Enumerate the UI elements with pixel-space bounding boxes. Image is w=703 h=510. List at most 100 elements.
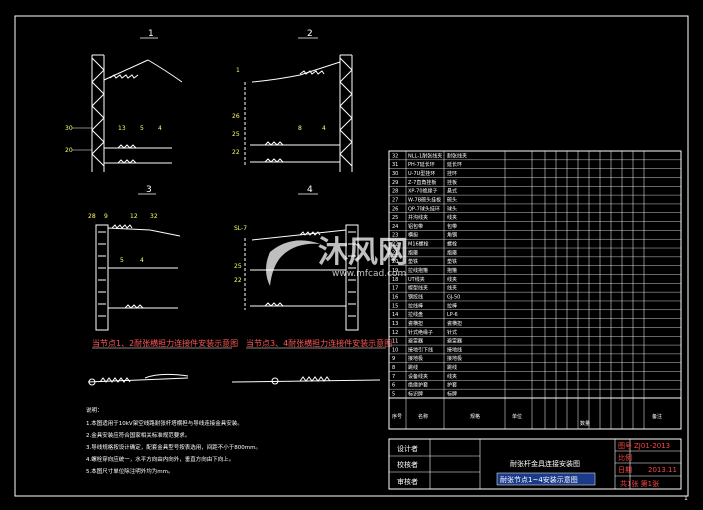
bom-cell-no: 11: [392, 339, 398, 345]
view-2-label: 2: [307, 29, 313, 39]
bom-cell-no: 32: [392, 153, 398, 159]
bom-header-qty: 数量: [580, 420, 590, 427]
bom-cell-no: 19: [392, 268, 398, 274]
svg-text:5: 5: [120, 257, 124, 264]
note-line: 1.本图适用于10kV架空线路耐张杆塔横担与导线连接金具安装。: [86, 419, 243, 427]
bom-cell-no: 7: [392, 374, 395, 380]
bom-cell-name: PH-7延长环: [408, 161, 435, 168]
bom-cell-name: 垫铁: [408, 258, 418, 265]
svg-text:25: 25: [234, 263, 242, 270]
bom-header-no: 序号: [392, 413, 402, 420]
bom-cell-no: 16: [392, 294, 398, 300]
note-line: 2.金具安装应符合国家相关标准规范要求。: [86, 431, 190, 439]
bom-cell-no: 20: [392, 259, 398, 265]
view-1-label: 1: [148, 29, 154, 39]
bom-cell-no: 5: [392, 392, 395, 398]
bom-cell-spec: 针式: [447, 329, 457, 336]
bom-cell-spec: 挂环: [447, 170, 457, 177]
bom-cell-spec: 耐张线夹: [447, 152, 467, 159]
svg-text:22: 22: [232, 149, 240, 156]
drawing-no-label: 图号: [618, 442, 632, 450]
bom-cell-name: 设备线夹: [408, 373, 428, 380]
svg-text:28: 28: [88, 213, 96, 220]
bom-cell-spec: 碗头: [447, 196, 457, 203]
bom-cell-no: 8: [392, 365, 395, 371]
view-1-group: 1 30 20 13 5 4: [65, 29, 183, 172]
notes-block: 说明： 1.本图适用于10kV架空线路耐张杆塔横担与导线连接金具安装。 2.金具…: [86, 406, 261, 475]
bom-header-spec: 规格: [470, 413, 480, 420]
bom-cell-no: 10: [392, 347, 398, 353]
bom-cell-name: U-7U型挂环: [408, 170, 435, 177]
bom-cell-spec: 垫铁: [447, 258, 457, 265]
svg-text:5: 5: [140, 125, 144, 132]
bom-cell-spec: 接地极: [447, 355, 462, 362]
bom-cell-no: 24: [392, 224, 398, 230]
bom-cell-spec: 线夹: [447, 285, 457, 292]
bom-cell-no: 14: [392, 312, 398, 318]
bom-cell-name: Z-7直角挂板: [408, 179, 436, 186]
bom-cell-no: 28: [392, 189, 398, 195]
note-line: 5.本图尺寸单位除注明外均为mm。: [86, 467, 173, 475]
title-block: 设计者 校核者 审核者 耐张杆金具连接安装图 耐张节点1~4安装示意图 图号 比…: [388, 438, 682, 490]
bom-cell-spec: LP-6: [447, 312, 458, 318]
bom-cell-name: W-7B碗头挂板: [408, 196, 441, 203]
bom-cell-no: 26: [392, 206, 398, 212]
bom-cell-no: 15: [392, 303, 398, 309]
sheet-border: [14, 15, 689, 497]
bom-cell-name: QP-7球头挂环: [408, 205, 440, 212]
svg-text:25: 25: [232, 131, 240, 138]
bom-cell-name: 跳线: [408, 364, 418, 371]
reviewer-label: 审核者: [397, 477, 418, 486]
svg-text:4: 4: [322, 125, 326, 132]
bom-header-unit: 单位: [512, 413, 522, 420]
bom-cell-name: 铝包带: [408, 223, 423, 230]
page-mark: 1: [684, 495, 688, 502]
bom-cell-spec: GJ-50: [447, 294, 460, 300]
view-3-group: 3 28 9 12 32 5 4: [88, 185, 181, 331]
sheet-count: 共1张 第1张: [620, 479, 659, 488]
bom-cell-name: 横担: [408, 232, 418, 239]
note-line: 4.螺栓穿向应统一，水平方向由内向外，垂直方向由下向上。: [86, 455, 234, 463]
note-line: 3.导线规格按设计确定，配套金具型号按表选用，间距不小于800mm。: [86, 443, 261, 451]
svg-text:20: 20: [65, 147, 73, 154]
bom-cell-spec: 抱箍: [447, 267, 457, 274]
bom-cell-name: 针式绝缘子: [408, 329, 433, 336]
bom-cell-no: 12: [392, 330, 398, 336]
svg-text:32: 32: [150, 213, 158, 220]
bom-cell-no: 13: [392, 321, 398, 327]
caption-right: 当节点3、4耐张横担力连接件安装示意图: [246, 338, 392, 348]
bom-cell-spec: 线夹: [447, 276, 457, 283]
bom-cell-no: 17: [392, 286, 398, 292]
bom-header-name: 名称: [418, 413, 428, 420]
bom-cell-no: 23: [392, 233, 398, 239]
drawing-no: ZJ01-2013: [634, 442, 670, 450]
view-4-group: 4 SL-7 25 22: [234, 185, 359, 331]
bom-cell-spec: 跳线: [447, 364, 457, 371]
svg-text:30: 30: [65, 125, 73, 132]
notes-title: 说明：: [86, 406, 103, 414]
svg-text:4: 4: [140, 257, 144, 264]
svg-text:12: 12: [130, 213, 138, 220]
bom-cell-name: M16螺栓: [408, 241, 429, 248]
bom-cell-spec: 角钢: [447, 232, 457, 239]
bom-cell-no: 31: [392, 162, 398, 168]
bom-cell-name: 并沟线夹: [408, 214, 428, 221]
svg-text:26: 26: [232, 113, 240, 120]
bom-cell-no: 25: [392, 215, 398, 221]
bom-cell-no: 29: [392, 180, 398, 186]
bom-cell-spec: 瓷横担: [447, 320, 462, 327]
checker-label: 校核者: [397, 460, 418, 469]
view-3-label: 3: [146, 185, 152, 195]
bom-cell-name: 接地极: [408, 355, 423, 362]
bom-cell-name: 绝缘护套: [408, 382, 428, 389]
bom-cell-name: 抱箍: [408, 249, 418, 256]
bom-cell-spec: 包带: [447, 223, 457, 230]
bom-cell-no: 22: [392, 242, 398, 248]
bom-cell-name: 拉线棒: [408, 302, 423, 309]
caption-left: 当节点1、2耐张横担力连接件安装示意图: [92, 338, 238, 348]
scale-label: 比例: [618, 453, 632, 462]
bom-cell-spec: 接地线: [447, 346, 462, 353]
svg-text:1: 1: [236, 67, 240, 74]
